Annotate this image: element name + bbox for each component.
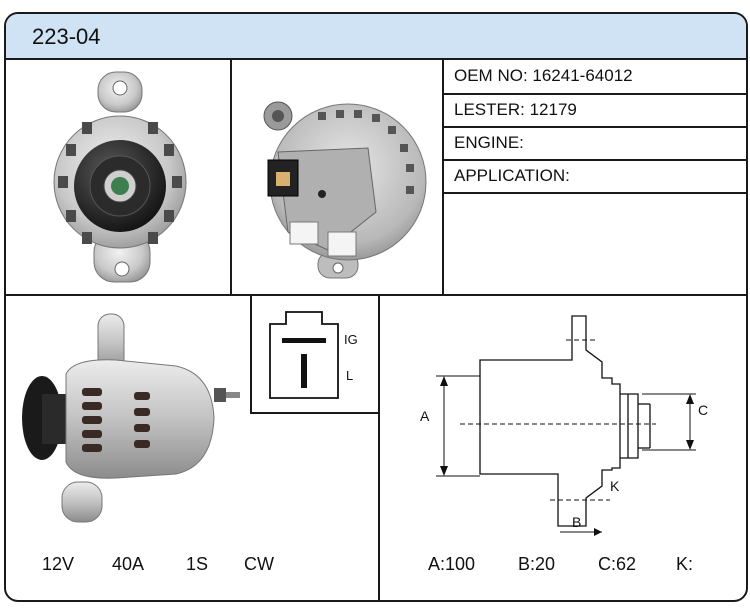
oem-number: OEM NO: 16241-64012: [454, 66, 633, 85]
col-divider-top-left: [230, 58, 232, 294]
info-divider-1: [442, 93, 746, 95]
dimension-k-value: K:: [676, 554, 694, 574]
alternator-side-photo: [22, 313, 240, 523]
engine-field: ENGINE:: [454, 133, 524, 152]
dimension-a-value: A:100: [428, 554, 476, 574]
dimension-label-a: A: [420, 408, 430, 424]
dimension-c-value: C:62: [598, 554, 637, 574]
spec-amperage: 40A: [112, 554, 145, 574]
dimension-label-b: B: [572, 514, 582, 530]
plug-connector-diagram: [269, 311, 339, 399]
dimension-label-k: K: [610, 478, 620, 494]
dimension-drawing: [436, 315, 696, 536]
title-bar: 223-04: [6, 14, 746, 60]
row-divider: [6, 294, 746, 296]
plug-pin-l: L: [346, 368, 354, 383]
spec-rotation: CW: [244, 554, 274, 574]
info-divider-4: [442, 192, 746, 194]
plug-box-bottom: [250, 412, 378, 414]
info-divider-3: [442, 159, 746, 161]
spec-pulley: 1S: [186, 554, 209, 574]
plug-box-left: [250, 294, 252, 412]
col-divider-bottom: [378, 294, 380, 600]
part-number-title: 223-04: [32, 24, 101, 49]
col-divider-top-right: [442, 58, 444, 294]
alternator-front-photo: [53, 71, 187, 283]
spec-voltage: 12V: [42, 554, 75, 574]
lester-number: LESTER: 12179: [454, 100, 577, 119]
application-field: APPLICATION:: [454, 166, 570, 185]
alternator-rear-photo: [263, 101, 427, 279]
dimension-b-value: B:20: [518, 554, 556, 574]
info-divider-2: [442, 126, 746, 128]
product-sheet: 223-04 OEM NO: 16241-64012 LESTER: 12179…: [4, 12, 748, 602]
plug-pin-ig: IG: [344, 332, 358, 347]
dimension-label-c: C: [698, 402, 709, 418]
